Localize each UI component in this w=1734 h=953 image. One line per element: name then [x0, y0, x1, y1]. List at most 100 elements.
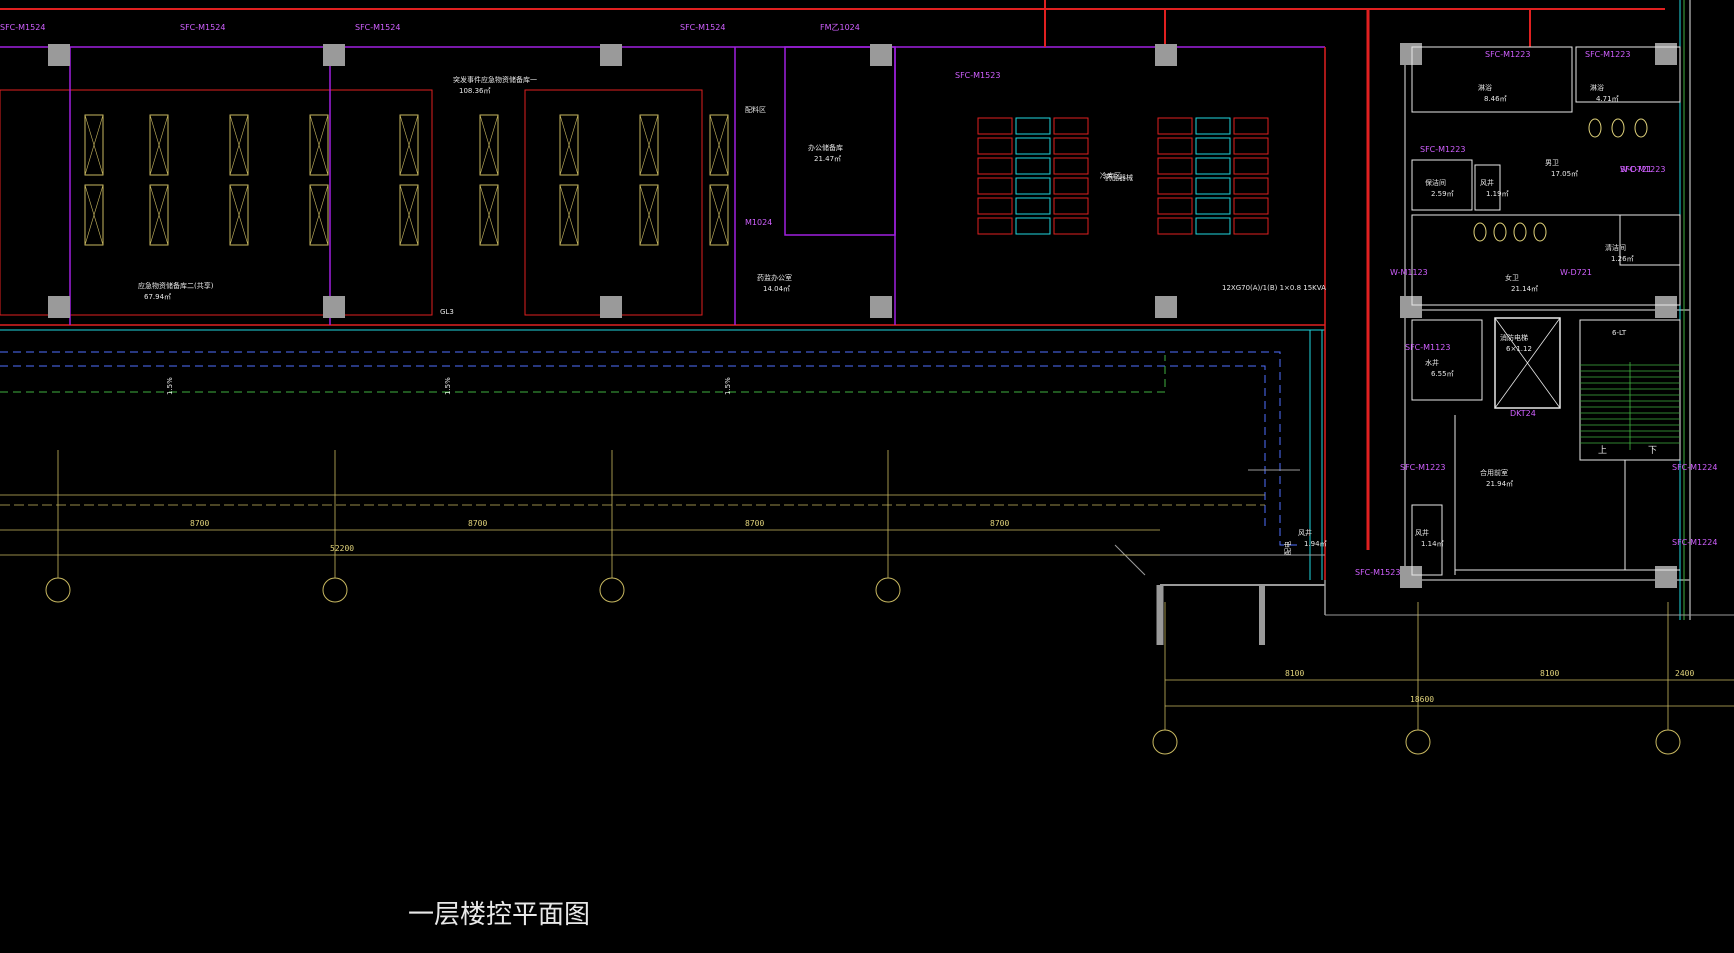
- stair-treads: [1580, 362, 1680, 450]
- storage-unit: [1053, 177, 1089, 195]
- rack: [559, 184, 579, 246]
- room-name: 配料区: [745, 105, 766, 114]
- room-name: 药品器械: [1105, 173, 1133, 182]
- corridor-lines: [0, 330, 1325, 580]
- door-tag: M1024: [745, 218, 772, 227]
- grid-axis-bubble: [1152, 729, 1178, 755]
- door-tag: SFC-M1223: [1420, 145, 1465, 154]
- column: [1655, 43, 1677, 65]
- door-tag: SFC-M1523: [1355, 568, 1400, 577]
- rack-brace: [639, 114, 659, 176]
- door-tag: SFC-M1224: [1672, 538, 1717, 547]
- column: [600, 44, 622, 66]
- storage-unit: [1195, 117, 1231, 135]
- room-name: 男卫: [1545, 159, 1559, 167]
- column: [1400, 43, 1422, 65]
- room-area: 8.46㎡: [1484, 95, 1507, 103]
- column: [1400, 296, 1422, 318]
- door-tag: SFC-M1223: [1585, 50, 1630, 59]
- room-area: 2.59㎡: [1431, 190, 1454, 198]
- column: [600, 296, 622, 318]
- column: [1655, 296, 1677, 318]
- storage-unit: [1195, 217, 1231, 235]
- storage-unit: [977, 217, 1013, 235]
- room-name: 淋浴: [1590, 83, 1604, 92]
- storage-unit: [977, 137, 1013, 155]
- rack-brace: [229, 184, 249, 246]
- grid-axis-bubble: [45, 577, 71, 603]
- right-total-dimension: 18600: [1410, 695, 1434, 704]
- toilet-fixture: [1634, 118, 1648, 138]
- room-area: 21.94㎡: [1486, 480, 1513, 488]
- storage-unit: [1233, 117, 1269, 135]
- storage-unit: [977, 157, 1013, 175]
- storage-unit: [1015, 177, 1051, 195]
- door-tag: SFC-M1223: [1620, 165, 1665, 174]
- storage-unit: [977, 177, 1013, 195]
- storage-unit: [1157, 217, 1193, 235]
- grid-axis-bubble: [1405, 729, 1431, 755]
- column-tag: GL3: [440, 308, 454, 316]
- fire-label: 配电: [1283, 541, 1292, 555]
- note-corner: 12XG70(A)/1(B) 1×0.8 15KVA: [1222, 284, 1326, 292]
- storage-unit: [1233, 157, 1269, 175]
- room-name: 水井: [1425, 358, 1439, 367]
- right-dimension-c: 2400: [1675, 669, 1694, 678]
- storage-unit: [1157, 197, 1193, 215]
- rack: [84, 114, 104, 176]
- column: [1400, 566, 1422, 588]
- door-tag: SFC-M1223: [1400, 463, 1445, 472]
- door-tag: W-D721: [1620, 165, 1652, 174]
- door-tag: SFC-M1524: [680, 23, 725, 32]
- column: [1155, 44, 1177, 66]
- rack: [559, 114, 579, 176]
- storage-unit: [1015, 117, 1051, 135]
- core-block: [1411, 46, 1681, 576]
- slope-label-b: 1.5%: [444, 377, 452, 395]
- door-tag: FM乙1024: [820, 23, 860, 32]
- right-dimension-b: 8100: [1540, 669, 1559, 678]
- rack-brace: [149, 184, 169, 246]
- room-name: 冷库区: [1100, 171, 1121, 180]
- rack-brace: [84, 184, 104, 246]
- storage-unit: [1233, 177, 1269, 195]
- room-area: 1.19㎡: [1486, 190, 1509, 198]
- rack-brace: [479, 184, 499, 246]
- room-area: 17.05㎡: [1551, 170, 1578, 178]
- room-area: 14.04㎡: [763, 285, 790, 293]
- room-area: 1.14㎡: [1421, 540, 1444, 548]
- rack-brace: [709, 184, 729, 246]
- door-tag: W-D721: [1560, 268, 1592, 277]
- grid-axis-bubble: [1655, 729, 1681, 755]
- room-labels: 应急物资储备库二(共享)67.94㎡突发事件应急物资储备库一108.36㎡办公储…: [138, 75, 1634, 548]
- room-name: 消防电梯: [1500, 333, 1528, 342]
- rack-brace: [559, 184, 579, 246]
- column: [870, 296, 892, 318]
- rack: [399, 114, 419, 176]
- storage-unit: [1233, 137, 1269, 155]
- rack: [479, 114, 499, 176]
- shelving-racks: [84, 114, 729, 246]
- room-name: 风井: [1415, 528, 1429, 537]
- overall-dimension: 52200: [330, 544, 354, 553]
- column: [323, 44, 345, 66]
- structural-columns: [48, 43, 1677, 588]
- room-name: 淋浴: [1478, 83, 1492, 92]
- storage-unit: [1195, 177, 1231, 195]
- storage-unit: [1195, 137, 1231, 155]
- rack-brace: [309, 114, 329, 176]
- room-name: 女卫: [1505, 273, 1519, 282]
- room-name: 合用前室: [1480, 468, 1508, 477]
- room-name: 药监办公室: [757, 273, 792, 282]
- room-name: 6-LT: [1612, 329, 1627, 337]
- column: [870, 44, 892, 66]
- room-name: 风井: [1480, 178, 1494, 187]
- room-area: 1.26㎡: [1611, 255, 1634, 263]
- rack: [479, 184, 499, 246]
- slope-label-a: 1.5%: [166, 377, 174, 395]
- grid-axis-bubble: [599, 577, 625, 603]
- column: [48, 296, 70, 318]
- storage-unit: [1053, 157, 1089, 175]
- storage-unit: [1015, 197, 1051, 215]
